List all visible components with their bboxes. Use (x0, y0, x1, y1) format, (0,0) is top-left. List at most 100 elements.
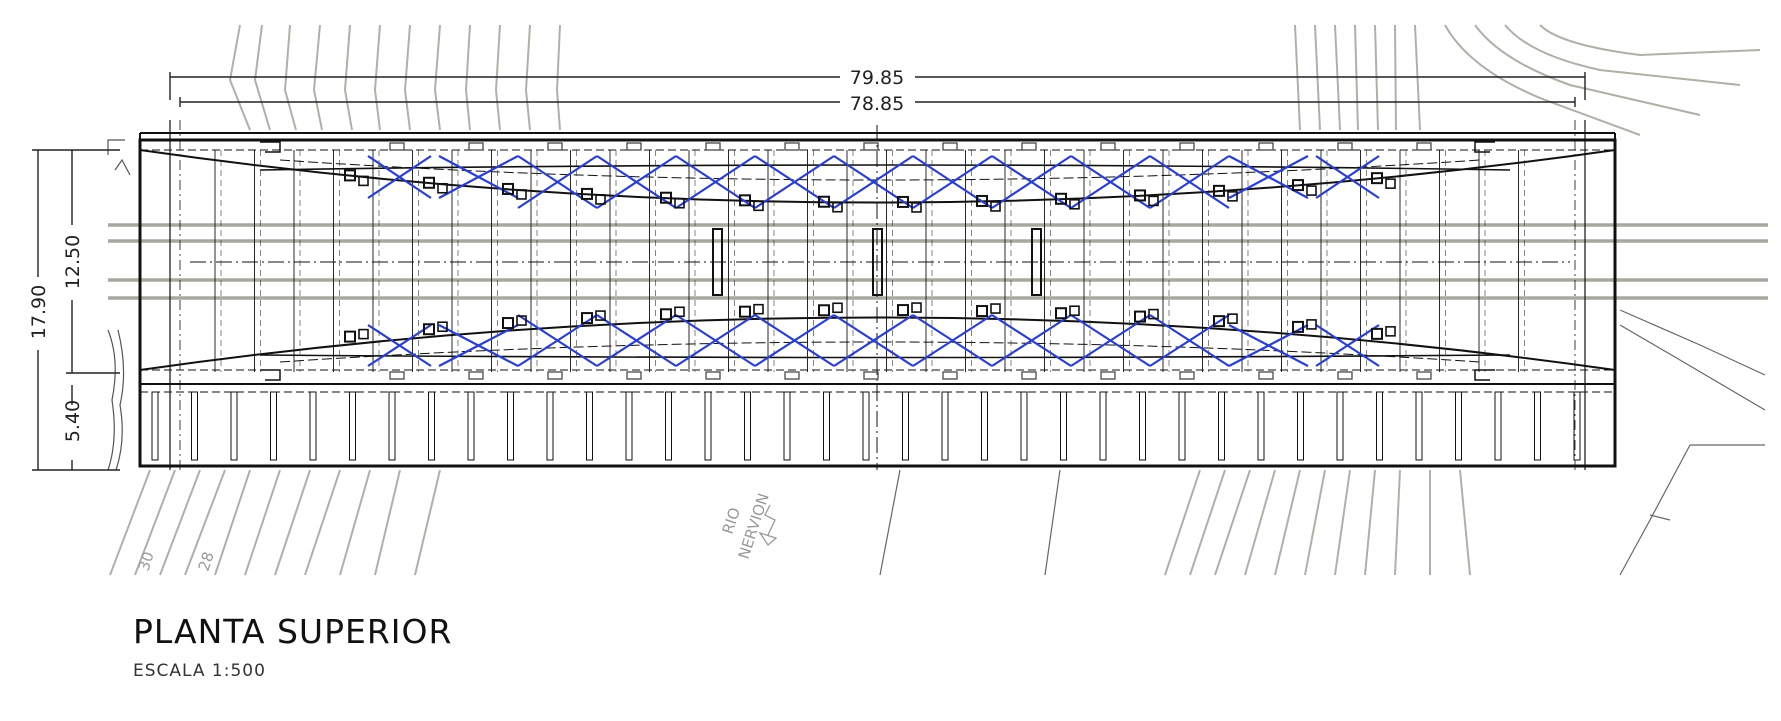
edge-bearing (547, 142, 563, 151)
terrain-outline-left (107, 139, 131, 471)
edge-bearing (1100, 371, 1116, 380)
hanger-node (595, 194, 606, 205)
hanger-node (516, 315, 527, 326)
walkway-post (1020, 391, 1028, 461)
hanger-node (660, 308, 672, 321)
edge-bearing (1416, 142, 1432, 151)
terrain-contours-right-top (1294, 24, 1761, 136)
hanger-node (423, 176, 435, 189)
hanger-node (976, 305, 988, 318)
walkway-post (151, 391, 159, 461)
hanger-node (1055, 307, 1067, 320)
flow-arrow-icon (758, 504, 778, 546)
hanger-node (1292, 179, 1304, 192)
edge-bearing (784, 371, 800, 380)
utility-lines (108, 223, 1768, 300)
hanger-node (990, 303, 1001, 314)
transverse-beams (214, 150, 1525, 372)
bracing-diagonal (367, 155, 432, 199)
edge-bearing (863, 142, 879, 151)
bracing-diagonal (1070, 314, 1151, 367)
hanger-node (502, 182, 514, 195)
bracing-diagonal (675, 314, 756, 367)
terrain-contours-left-top (228, 24, 561, 131)
edge-bearing (1179, 371, 1195, 380)
hanger-node (1055, 192, 1067, 205)
hanger-node (1213, 184, 1225, 197)
hanger-node (832, 302, 843, 314)
dim-inner-length: 78.85 (850, 93, 904, 115)
walkway-post (625, 391, 633, 461)
hanger-node (1371, 327, 1383, 340)
walkway-post (1178, 391, 1186, 461)
hanger-node (1069, 305, 1080, 317)
walkway-post (191, 391, 198, 461)
abutment-details (260, 141, 1495, 381)
edge-bearing (1179, 142, 1195, 151)
hanger-node (344, 330, 356, 343)
hanger-node (1306, 185, 1317, 196)
hanger-node (911, 302, 922, 313)
walkway-post (902, 391, 909, 461)
edge-bearing (705, 371, 721, 380)
walkway-post (941, 391, 949, 461)
dim-overall-length: 79.85 (850, 67, 904, 89)
edge-bearing (389, 142, 405, 151)
walkway-post (388, 391, 396, 461)
bracing-diagonal (754, 314, 835, 367)
edge-bearing (1100, 142, 1116, 151)
hanger-node (358, 175, 369, 187)
hanger-node (739, 305, 751, 318)
walkway-post (1099, 391, 1107, 461)
bracing-diagonal (754, 155, 835, 209)
walkway-post (665, 391, 672, 461)
hanger-node (344, 169, 356, 182)
hanger-node (753, 303, 764, 315)
hanger-node (897, 195, 909, 208)
edge-bearing (1258, 371, 1274, 380)
walkway-post (270, 391, 277, 461)
hanger-node (1385, 326, 1396, 337)
hanger-node (1069, 198, 1080, 210)
walkway-post (1297, 391, 1304, 461)
hanger-node (581, 312, 593, 325)
contour-label-30: 30 (135, 550, 158, 574)
walkway-post (546, 391, 554, 461)
hanger-node (502, 317, 514, 330)
edge-bearing (626, 142, 642, 151)
hanger-node (1134, 189, 1146, 202)
walkway-post (1415, 391, 1423, 461)
walkway-posts (151, 391, 1581, 461)
bracing-diagonal (912, 314, 993, 367)
walkway-post (1573, 391, 1581, 461)
edge-bearing (1021, 371, 1037, 380)
edge-bearing (626, 371, 642, 380)
edge-bearing (1416, 371, 1432, 380)
river-label-line1: RIO (719, 505, 744, 536)
walkway-post (704, 391, 712, 461)
walkway-post (981, 391, 988, 461)
dim-total-width: 17.90 (28, 285, 50, 339)
hanger-node (1292, 320, 1304, 333)
edge-bearing (1258, 142, 1274, 151)
bracing-diagonal (596, 155, 677, 209)
walkway-post (1139, 391, 1146, 461)
edge-bearing (942, 371, 958, 380)
bracing-diagonal (517, 155, 598, 209)
bracing-diagonal (438, 155, 519, 199)
hanger-node (581, 187, 593, 200)
walkway-post (823, 391, 830, 461)
bracing-diagonal (1149, 155, 1230, 209)
hanger-node (1134, 310, 1146, 323)
central-supports (712, 228, 1042, 296)
walkway-post (783, 391, 791, 461)
hanger-node (358, 328, 369, 340)
bracing-diagonal (1149, 314, 1230, 367)
bracing-diagonal (991, 155, 1072, 209)
bracing-diagonal (438, 324, 519, 367)
edge-bearing (784, 142, 800, 151)
dim-deck-width: 12.50 (62, 235, 84, 289)
edge-bearing (942, 142, 958, 151)
drawing-scale: ESCALA 1:500 (133, 661, 266, 681)
